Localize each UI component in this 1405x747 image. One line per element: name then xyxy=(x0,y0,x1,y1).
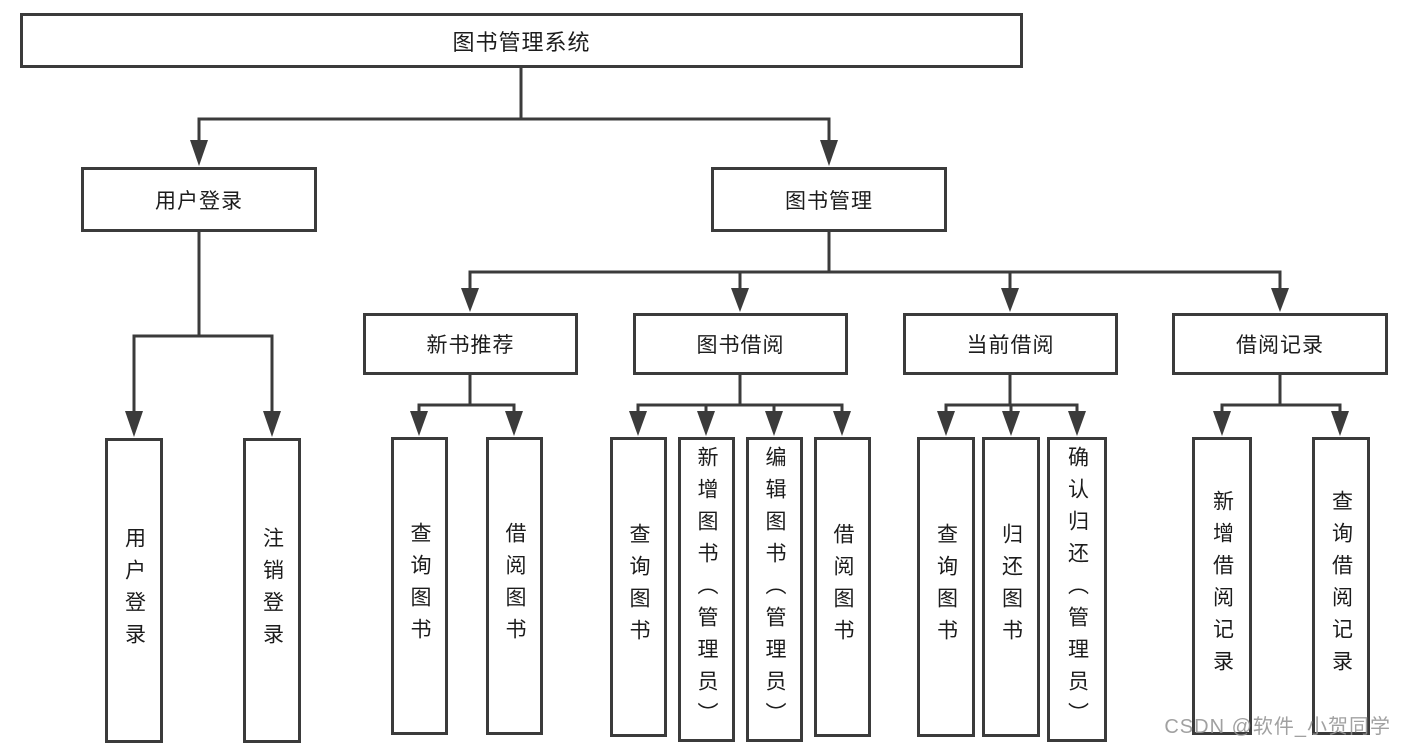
leaf-record-query-label: 查询借阅记录 xyxy=(1329,490,1353,682)
leaf-current-confirm-admin: 确认归还（管理员） xyxy=(1047,437,1107,742)
leaf-current-return-label: 归还图书 xyxy=(999,523,1023,651)
leaf-newbook-borrow-label: 借阅图书 xyxy=(503,522,526,650)
node-new-book-recommend: 新书推荐 xyxy=(363,313,578,375)
leaf-current-confirm-admin-label: 确认归还（管理员） xyxy=(1065,445,1089,734)
leaf-user-login-label: 用户登录 xyxy=(122,526,146,655)
node-root: 图书管理系统 xyxy=(20,13,1023,68)
leaf-record-add-label: 新增借阅记录 xyxy=(1210,490,1234,682)
node-current-borrow-label: 当前借阅 xyxy=(966,334,1055,357)
node-book-management-label: 图书管理 xyxy=(785,189,873,213)
leaf-borrow-borrow: 借阅图书 xyxy=(814,437,871,737)
leaf-borrow-edit-admin: 编辑图书（管理员） xyxy=(746,437,803,742)
node-borrow-record-label: 借阅记录 xyxy=(1236,334,1324,357)
leaf-newbook-query: 查询图书 xyxy=(391,437,448,735)
node-book-borrow-label: 图书借阅 xyxy=(696,334,785,357)
leaf-borrow-query-label: 查询图书 xyxy=(627,523,650,651)
leaf-current-return: 归还图书 xyxy=(982,437,1040,737)
leaf-newbook-query-label: 查询图书 xyxy=(408,522,431,650)
csdn-watermark: CSDN @软件_小贺同学 xyxy=(1164,716,1391,738)
leaf-current-query: 查询图书 xyxy=(917,437,975,737)
node-borrow-record: 借阅记录 xyxy=(1172,313,1388,375)
node-new-book-recommend-label: 新书推荐 xyxy=(426,334,515,357)
node-root-label: 图书管理系统 xyxy=(452,29,591,55)
leaf-logout: 注销登录 xyxy=(243,438,301,743)
node-book-borrow: 图书借阅 xyxy=(633,313,848,375)
leaf-borrow-add-admin-label: 新增图书（管理员） xyxy=(695,445,718,734)
node-book-management: 图书管理 xyxy=(711,167,947,232)
leaf-borrow-borrow-label: 借阅图书 xyxy=(831,523,854,651)
leaf-record-query: 查询借阅记录 xyxy=(1312,437,1370,735)
leaf-borrow-edit-admin-label: 编辑图书（管理员） xyxy=(763,445,786,734)
node-user-login: 用户登录 xyxy=(81,167,317,232)
leaf-newbook-borrow: 借阅图书 xyxy=(486,437,543,735)
leaf-record-add: 新增借阅记录 xyxy=(1192,437,1252,735)
leaf-borrow-add-admin: 新增图书（管理员） xyxy=(678,437,735,742)
leaf-borrow-query: 查询图书 xyxy=(610,437,667,737)
leaf-user-login: 用户登录 xyxy=(105,438,163,743)
leaf-current-query-label: 查询图书 xyxy=(934,523,958,651)
leaf-logout-label: 注销登录 xyxy=(260,526,284,655)
node-current-borrow: 当前借阅 xyxy=(903,313,1118,375)
node-user-login-label: 用户登录 xyxy=(155,189,243,213)
